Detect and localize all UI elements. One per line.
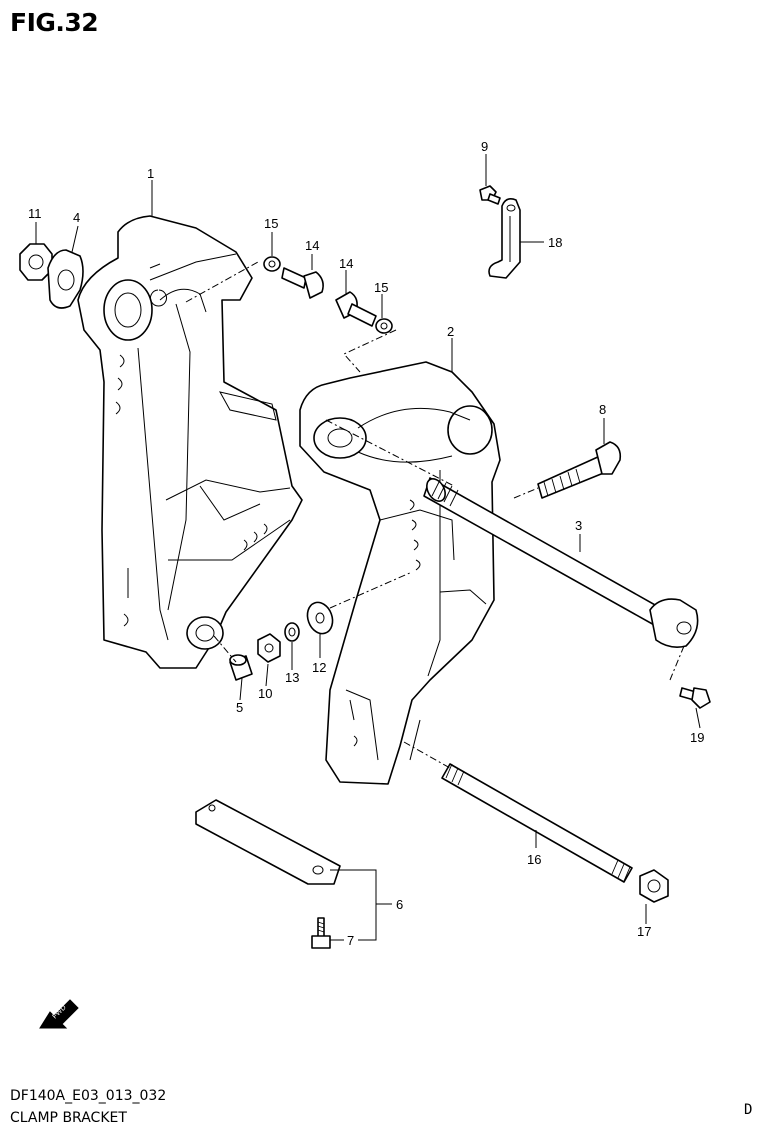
callout-17: 17 bbox=[637, 924, 651, 939]
washer-15-upper bbox=[263, 256, 281, 272]
callout-13: 13 bbox=[285, 670, 299, 685]
collar-5 bbox=[229, 654, 253, 681]
callout-8: 8 bbox=[599, 402, 606, 417]
nut-10 bbox=[257, 633, 281, 663]
diagram-code: DF140A_E03_013_032 bbox=[10, 1088, 167, 1104]
bolt-14-lower bbox=[335, 291, 377, 327]
washer-13 bbox=[284, 622, 300, 642]
nut-17 bbox=[639, 869, 669, 903]
callout-9: 9 bbox=[481, 139, 488, 154]
callout-5: 5 bbox=[236, 700, 243, 715]
callout-19: 19 bbox=[690, 730, 704, 745]
bolt-7 bbox=[311, 917, 331, 949]
callout-7: 7 bbox=[347, 933, 354, 948]
leader-lines bbox=[35, 154, 701, 941]
stopper-plate bbox=[195, 799, 341, 885]
callout-2: 2 bbox=[447, 324, 454, 339]
callout-3: 3 bbox=[575, 518, 582, 533]
pivot-shaft bbox=[423, 477, 699, 648]
clamp-bracket-left bbox=[77, 215, 303, 669]
callout-4: 4 bbox=[73, 210, 80, 225]
callout-11: 11 bbox=[28, 206, 42, 221]
callout-labels: 1 2 3 4 5 6 7 8 9 10 11 12 13 14 14 15 1… bbox=[28, 139, 704, 948]
callout-12: 12 bbox=[312, 660, 326, 675]
washer-12 bbox=[306, 601, 334, 635]
screw-9 bbox=[479, 185, 501, 205]
callout-10: 10 bbox=[258, 686, 272, 701]
nut-11 bbox=[19, 243, 53, 281]
callout-1: 1 bbox=[147, 166, 154, 181]
diagram-name: CLAMP BRACKET bbox=[10, 1110, 127, 1126]
callout-14-upper: 14 bbox=[305, 238, 319, 253]
bolt-14-upper bbox=[281, 267, 324, 299]
callout-18: 18 bbox=[548, 235, 562, 250]
callout-15-upper: 15 bbox=[264, 216, 278, 231]
tilt-rod bbox=[441, 763, 633, 883]
washer-15-lower bbox=[375, 318, 393, 334]
callout-14-lower: 14 bbox=[339, 256, 353, 271]
clamp-bracket-right bbox=[299, 361, 501, 785]
region-letter: D bbox=[744, 1102, 753, 1118]
callout-6: 6 bbox=[396, 897, 403, 912]
figure-title: FIG.32 bbox=[10, 8, 99, 37]
clip-18 bbox=[488, 198, 521, 279]
screw-19 bbox=[679, 687, 711, 709]
plate-4 bbox=[47, 249, 84, 309]
fwd-arrow-icon: FWD bbox=[39, 999, 79, 1029]
callout-15-lower: 15 bbox=[374, 280, 388, 295]
callout-16: 16 bbox=[527, 852, 541, 867]
assembly-lines bbox=[185, 261, 685, 769]
bolt-8 bbox=[537, 441, 622, 499]
